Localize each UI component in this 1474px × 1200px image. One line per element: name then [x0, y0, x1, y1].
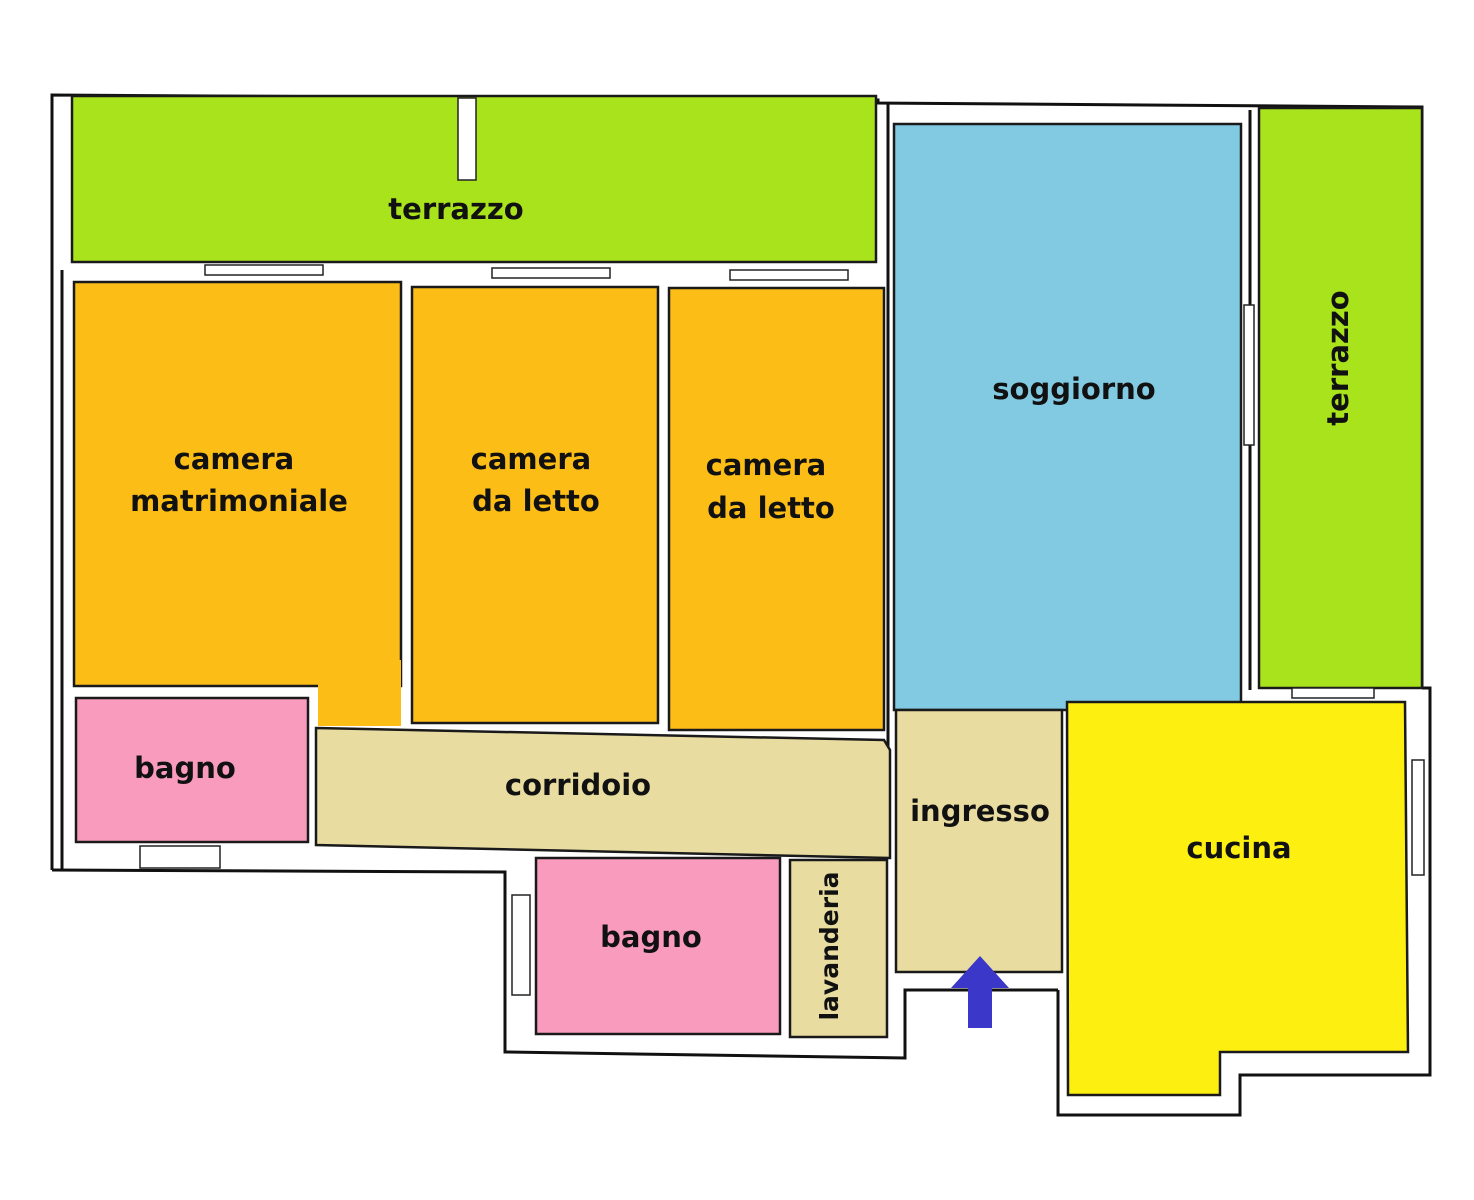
bagno-left-room	[74, 696, 310, 844]
label-lavanderia: lavanderia	[815, 871, 844, 1020]
label-terrazzo-top: terrazzo	[388, 192, 523, 226]
label-terrazzo-right: terrazzo	[1321, 290, 1355, 425]
label-cucina: cucina	[1186, 831, 1291, 865]
lavanderia-room	[788, 858, 889, 1039]
label-ingresso: ingresso	[910, 794, 1050, 828]
up-arrow-icon	[951, 956, 1009, 1028]
label-corridoio: corridoio	[505, 768, 651, 802]
windows	[139, 264, 1425, 996]
camera-da-letto-1-room	[410, 285, 660, 725]
soggiorno-room	[892, 122, 1243, 712]
camera-matrimoniale-lower	[318, 660, 401, 726]
ingresso-room	[894, 708, 1064, 974]
corridoio-room	[314, 726, 892, 860]
label-bagno-left: bagno	[134, 751, 236, 785]
cucina-room	[1065, 700, 1410, 1097]
terrace-divider	[457, 97, 477, 181]
label-bagno-bottom: bagno	[600, 920, 702, 954]
label-camera-da-letto-2: camera da letto	[706, 448, 837, 525]
label-camera-matrimoniale: camera matrimoniale	[130, 442, 348, 518]
camera-da-letto-2-room	[667, 286, 886, 732]
camera-matrimoniale-room	[72, 280, 403, 688]
label-soggiorno: soggiorno	[992, 372, 1155, 406]
label-camera-da-letto-1: camera da letto	[471, 442, 602, 518]
bagno-bottom-room	[534, 856, 782, 1036]
